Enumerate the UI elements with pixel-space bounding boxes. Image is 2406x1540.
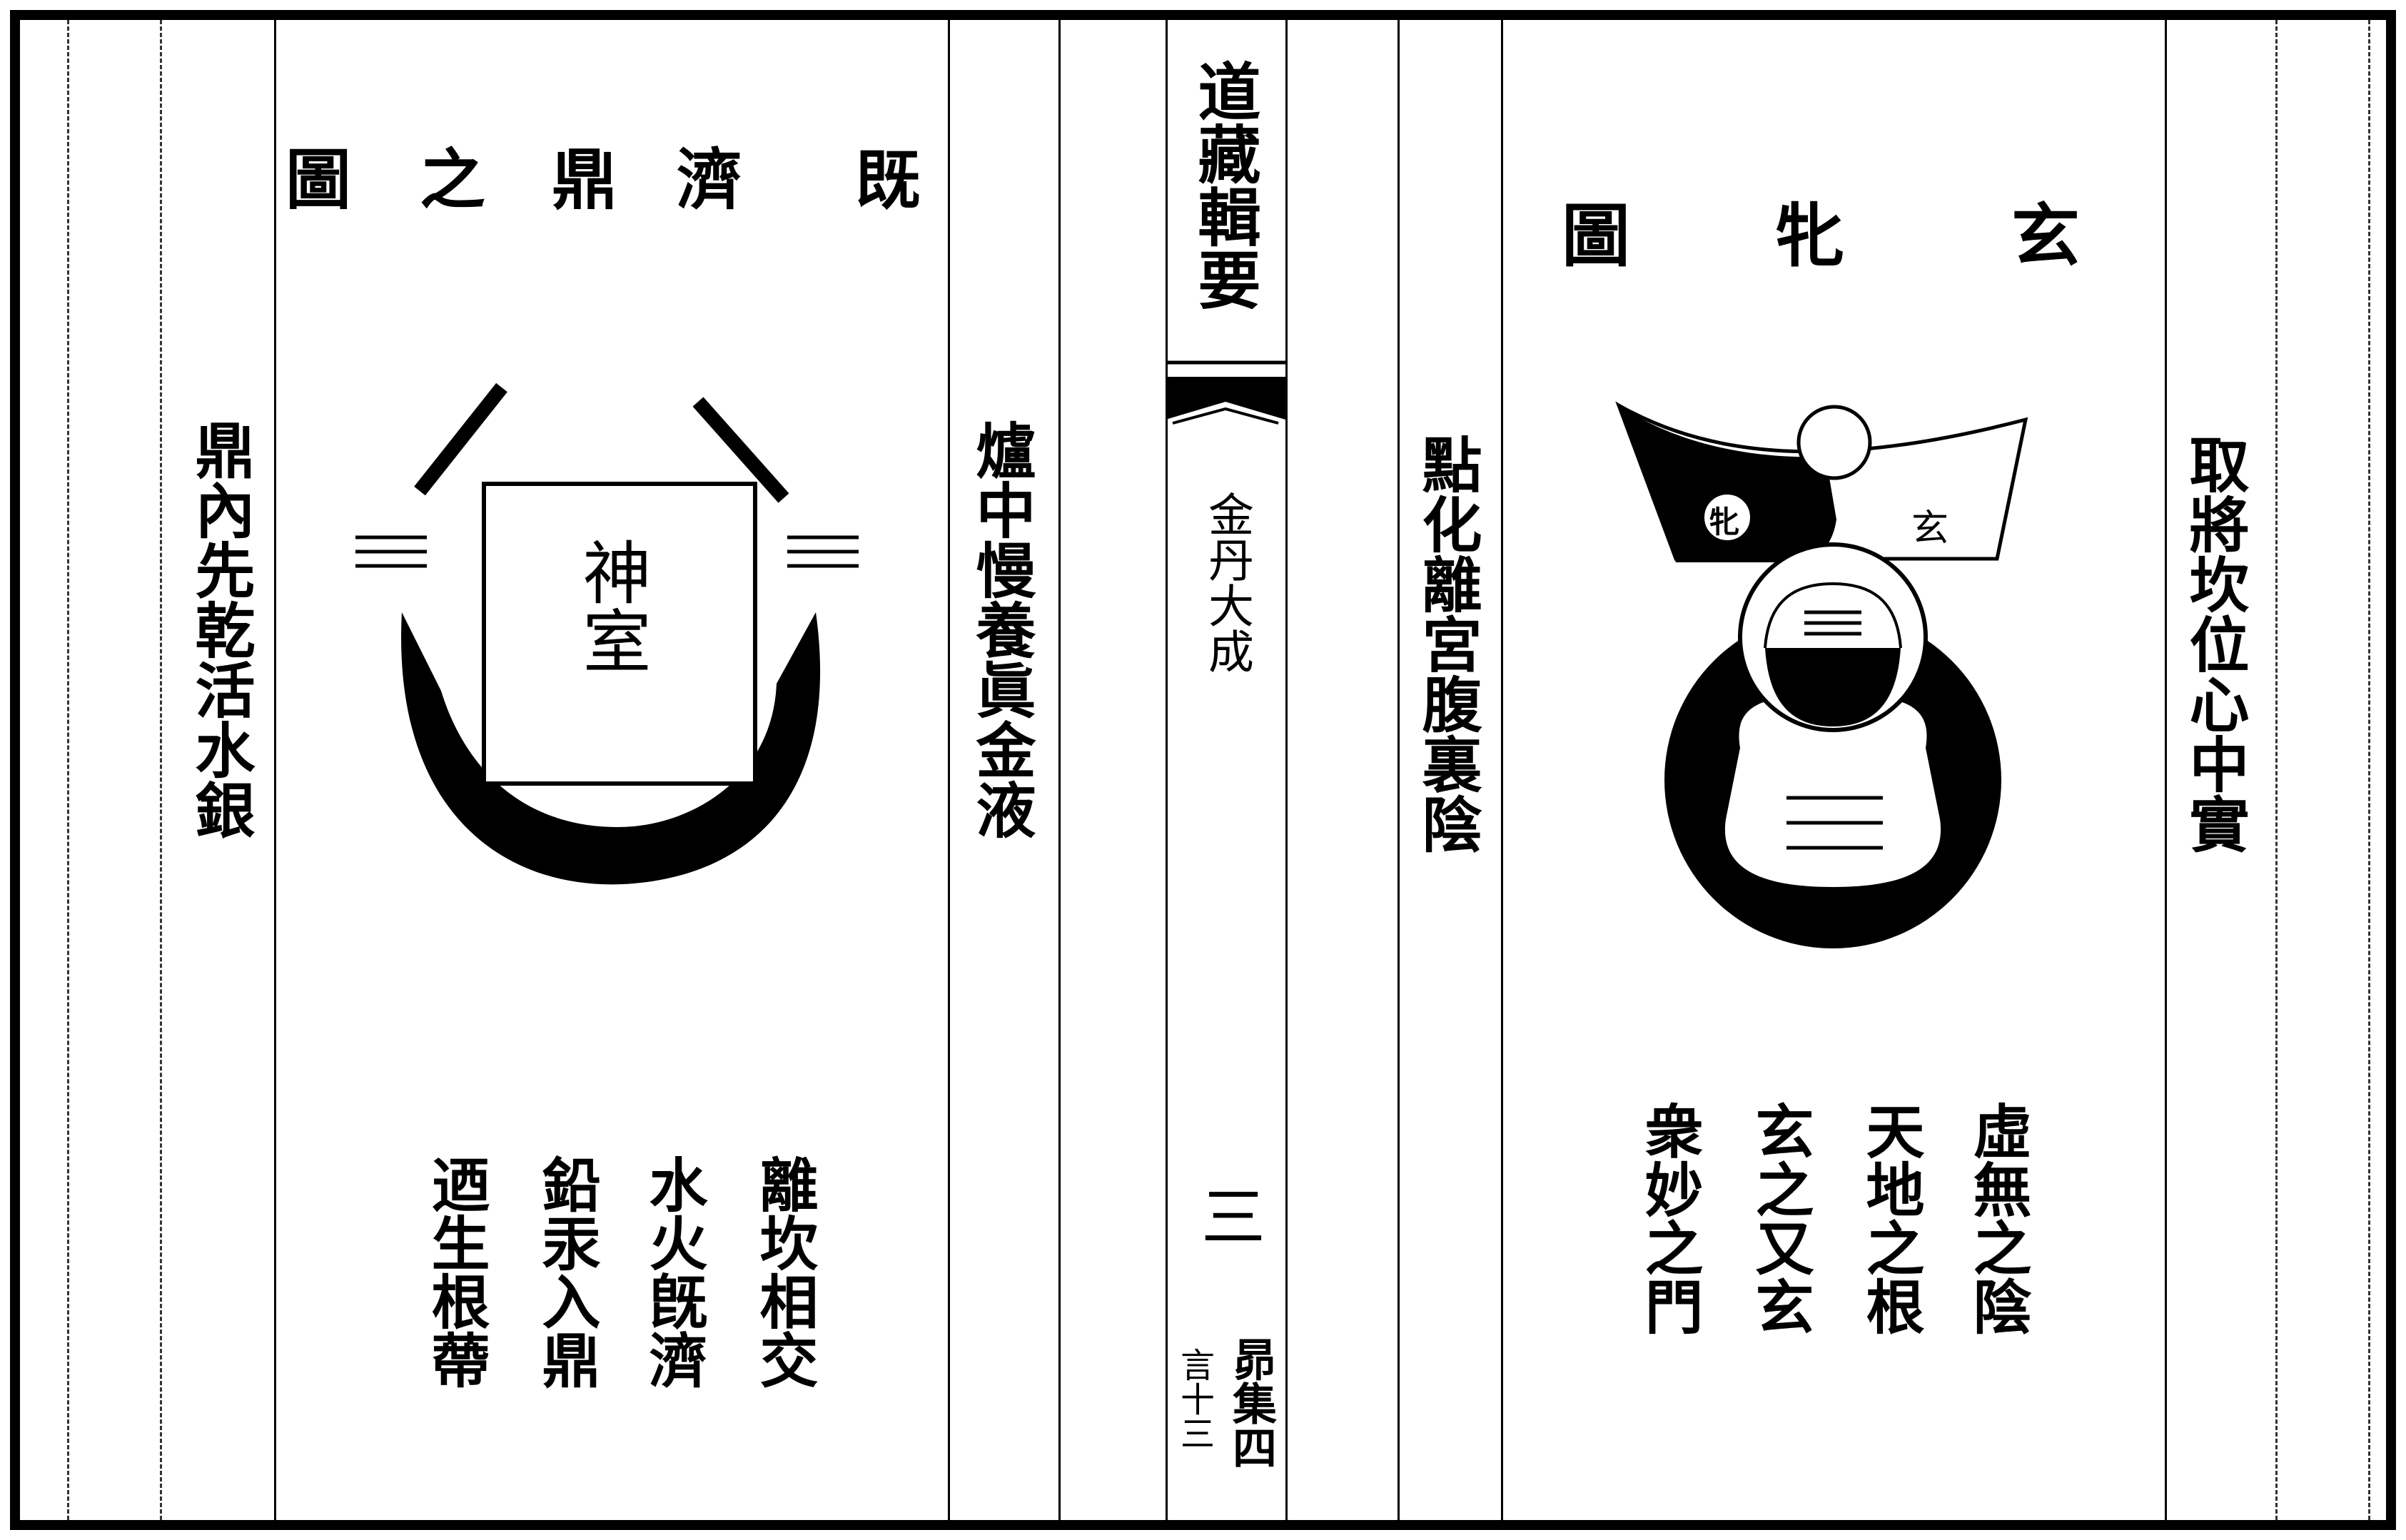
- column-rule: [1501, 20, 1503, 1520]
- spine-rule-left: [1166, 20, 1168, 1520]
- title-char: 濟: [677, 141, 743, 218]
- title-char: 圖: [1562, 196, 1630, 276]
- column-rule: [1397, 20, 1400, 1520]
- title-char: 圖: [285, 141, 352, 218]
- title-char: 既: [855, 141, 921, 218]
- poem-line: 衆妙之門: [1634, 1101, 1703, 1335]
- xuanpin-diagram: [1615, 401, 2028, 948]
- chapter-number: 三: [1201, 1180, 1265, 1255]
- poem-line: 鉛汞入鼎: [532, 1155, 600, 1389]
- column-rule: [2165, 20, 2167, 1520]
- column-rule: [948, 20, 950, 1520]
- poem-line: 虛無之陰: [1963, 1101, 2031, 1335]
- spine-rule-right: [1285, 20, 1288, 1520]
- divine-chamber-label: 神室: [571, 537, 651, 674]
- column-rule: [1058, 20, 1061, 1520]
- poem-line: 玄之又玄: [1745, 1101, 1814, 1335]
- tripod-diagram: [355, 383, 859, 885]
- poem-line: 天地之根: [1856, 1101, 1924, 1335]
- left-inner-verse: 爐中慢養眞金液: [966, 420, 1037, 839]
- right-inner-verse: 點化離宮腹裏陰: [1412, 434, 1483, 853]
- column-rule: [274, 20, 276, 1520]
- poem-line: 迺生根蔕: [421, 1155, 490, 1389]
- collection-label: 昴集四: [1225, 1337, 1277, 1469]
- book-title: 金丹大成: [1201, 491, 1253, 674]
- column-rule: [160, 20, 162, 1520]
- xuan-label: 玄: [1911, 507, 1949, 550]
- column-rule: [67, 20, 69, 1520]
- page-number: 言十三: [1174, 1347, 1214, 1450]
- poem-line: 離坎相交: [749, 1155, 818, 1389]
- book-spread: 既 濟 鼎 之 圖 鼎內先乾活水銀 爐中慢養眞金液 神室 離坎相交 水火旣濟 鉛…: [10, 10, 2396, 1530]
- column-rule: [2368, 20, 2370, 1520]
- title-char: 之: [420, 141, 486, 218]
- title-char: 牝: [1776, 196, 1844, 276]
- right-side-verse: 取將坎位心中實: [2180, 434, 2250, 853]
- title-char: 鼎: [552, 141, 618, 218]
- title-char: 玄: [2011, 196, 2080, 276]
- pin-label: 牝: [1709, 505, 1740, 539]
- fishtail-mark: [1166, 360, 1285, 425]
- column-rule: [2275, 20, 2278, 1520]
- poem-line: 水火旣濟: [639, 1155, 707, 1389]
- left-side-verse: 鼎內先乾活水銀: [186, 420, 256, 839]
- series-title: 道藏輯要: [1188, 59, 1262, 310]
